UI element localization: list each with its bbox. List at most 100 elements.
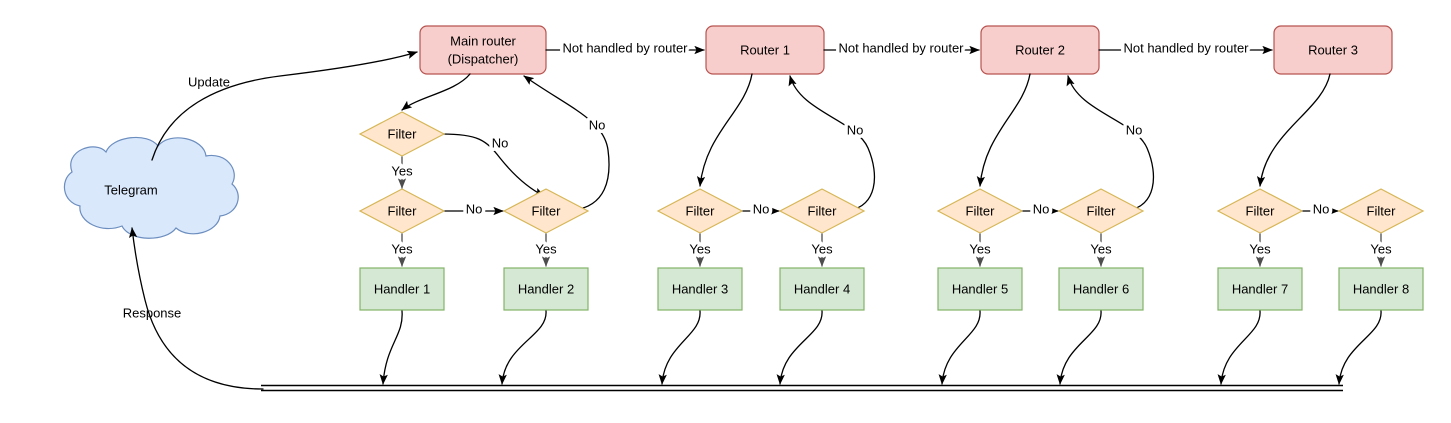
telegram-label: Telegram — [104, 182, 157, 197]
edge-handler5-to-bus — [938, 310, 981, 385]
edge-label-yes-6: Yes — [969, 241, 991, 256]
node-handler-3[interactable]: Handler 3 — [657, 267, 743, 311]
node-filter-9[interactable]: Filter — [1337, 188, 1425, 234]
node-filter-4[interactable]: Filter — [656, 188, 744, 234]
filter-8-label: Filter — [1246, 203, 1276, 218]
handler-4-label: Handler 4 — [794, 281, 850, 296]
handler-5-label: Handler 5 — [952, 281, 1008, 296]
node-filter-3[interactable]: Filter — [502, 188, 590, 234]
node-main-router[interactable]: Main router (Dispatcher) — [419, 25, 547, 75]
edge-label-no-router2: No — [1126, 122, 1143, 137]
handler-6-label: Handler 6 — [1073, 281, 1129, 296]
router-3-label: Router 3 — [1308, 42, 1358, 57]
main-router-label-line2: (Dispatcher) — [448, 51, 519, 66]
node-filter-8[interactable]: Filter — [1216, 188, 1304, 234]
handler-5-box — [937, 267, 1023, 311]
edge-label-yes-9: Yes — [1370, 241, 1392, 256]
cloud-icon — [63, 136, 239, 239]
filter-3-diamond — [502, 188, 590, 234]
router-1-label: Router 1 — [740, 42, 790, 57]
edge-label-no-mainrouter: No — [589, 117, 606, 132]
node-handler-7[interactable]: Handler 7 — [1217, 267, 1303, 311]
edge-router2-to-filter6 — [976, 73, 1031, 187]
edge-handler8-to-bus — [1335, 310, 1382, 385]
node-handler-5[interactable]: Handler 5 — [937, 267, 1023, 311]
node-handler-8[interactable]: Handler 8 — [1338, 267, 1424, 311]
node-filter-6[interactable]: Filter — [936, 188, 1024, 234]
edge-label-yes-8: Yes — [1249, 241, 1271, 256]
node-filter-5[interactable]: Filter — [778, 188, 866, 234]
router-2-label: Router 2 — [1015, 42, 1065, 57]
filter-7-label: Filter — [1087, 203, 1117, 218]
edge-handler2-to-bus — [498, 310, 547, 385]
filter-4-label: Filter — [686, 203, 716, 218]
node-telegram[interactable]: Telegram — [63, 136, 239, 239]
filter-9-diamond — [1337, 188, 1425, 234]
filter-4-diamond — [656, 188, 744, 234]
node-filter-7[interactable]: Filter — [1057, 188, 1145, 234]
handler-7-box — [1217, 267, 1303, 311]
handler-8-box — [1338, 267, 1424, 311]
node-router-3[interactable]: Router 3 — [1273, 25, 1393, 75]
edge-handler6-to-bus — [1056, 310, 1102, 385]
main-router-label-line1: Main router — [450, 33, 516, 48]
edge-label-yes-1: Yes — [391, 163, 413, 178]
edge-filter-b-no-to-mainrouter — [523, 75, 610, 211]
handler-3-label: Handler 3 — [672, 281, 728, 296]
edge-label-not-handled-3: Not handled by router — [1123, 40, 1249, 55]
edge-label-update: Update — [188, 74, 230, 89]
handler-6-box — [1058, 267, 1144, 311]
edge-handler7-to-bus — [1217, 310, 1261, 385]
edge-label-yes-4: Yes — [689, 241, 711, 256]
edge-label-no-router1: No — [847, 122, 864, 137]
filter-3-label: Filter — [532, 203, 562, 218]
filter-9-label: Filter — [1367, 203, 1397, 218]
filter-1-diamond — [358, 111, 446, 157]
edge-handler1-to-bus — [379, 310, 403, 385]
edge-router3-to-filter8 — [1256, 73, 1331, 187]
node-filter-2[interactable]: Filter — [358, 188, 446, 234]
edge-handler4-to-bus — [776, 310, 823, 385]
filter-7-diamond — [1057, 188, 1145, 234]
edge-label-no-group0-top: No — [492, 135, 509, 150]
edge-label-yes-3: Yes — [535, 241, 557, 256]
edge-response — [128, 227, 264, 390]
filter-5-label: Filter — [808, 203, 838, 218]
edge-filter7-no-to-router2 — [1066, 75, 1154, 211]
handler-1-box — [359, 267, 445, 311]
node-handler-1[interactable]: Handler 1 — [359, 267, 445, 311]
edge-label-yes-5: Yes — [811, 241, 833, 256]
edge-filter5-no-to-router1 — [788, 75, 875, 211]
edge-label-yes-2: Yes — [391, 241, 413, 256]
node-router-1[interactable]: Router 1 — [705, 25, 825, 75]
edge-handler3-to-bus — [658, 310, 701, 385]
handler-7-label: Handler 7 — [1232, 281, 1288, 296]
filter-8-diamond — [1216, 188, 1304, 234]
filter-5-diamond — [778, 188, 866, 234]
filter-6-label: Filter — [966, 203, 996, 218]
edge-filter-a-no-to-filter-b — [441, 133, 545, 197]
edge-label-yes-7: Yes — [1090, 241, 1112, 256]
edge-label-no-group1: No — [753, 201, 770, 216]
edge-label-not-handled-2: Not handled by router — [838, 40, 964, 55]
edge-mainrouter-to-filter-a — [401, 73, 471, 111]
filter-2-diamond — [358, 188, 446, 234]
filter-1-label: Filter — [388, 126, 418, 141]
node-filter-1[interactable]: Filter — [358, 111, 446, 157]
handler-4-box — [779, 267, 865, 311]
edge-router1-to-filter4 — [696, 73, 753, 187]
node-router-2[interactable]: Router 2 — [980, 25, 1100, 75]
handler-8-label: Handler 8 — [1353, 281, 1409, 296]
node-handler-2[interactable]: Handler 2 — [503, 267, 589, 311]
node-handler-6[interactable]: Handler 6 — [1058, 267, 1144, 311]
handler-2-label: Handler 2 — [518, 281, 574, 296]
edge-label-no-group0-mid: No — [466, 201, 483, 216]
filter-2-label: Filter — [388, 203, 418, 218]
filter-6-diamond — [936, 188, 1024, 234]
edge-label-no-group3: No — [1313, 201, 1330, 216]
node-handler-4[interactable]: Handler 4 — [779, 267, 865, 311]
edge-label-response: Response — [123, 305, 182, 320]
router-3-box — [1273, 25, 1393, 75]
